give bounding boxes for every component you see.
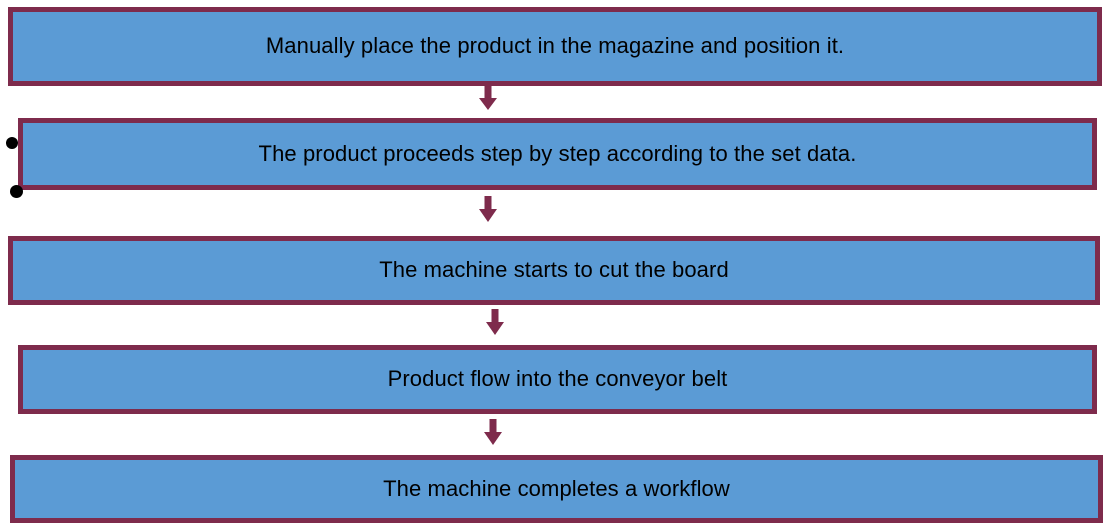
flow-node-label: The machine starts to cut the board <box>379 257 729 283</box>
arrow-down-icon <box>486 309 504 335</box>
flow-node-step-4[interactable]: Product flow into the conveyor belt <box>18 345 1097 414</box>
flow-arrow-step-1-to-step-2 <box>478 86 498 111</box>
flow-node-label: The product proceeds step by step accord… <box>258 140 857 166</box>
flow-node-label: Manually place the product in the magazi… <box>265 33 845 59</box>
list-bullet-lower <box>10 185 23 198</box>
arrow-down-icon <box>484 419 502 445</box>
flow-node-step-1[interactable]: Manually place the product in the magazi… <box>8 7 1102 86</box>
flow-node-label: The machine completes a workflow <box>383 475 730 501</box>
flow-node-step-2[interactable]: The product proceeds step by step accord… <box>18 118 1097 190</box>
arrow-down-icon <box>479 196 497 222</box>
flow-arrow-step-3-to-step-4 <box>485 309 505 336</box>
flow-node-step-3[interactable]: The machine starts to cut the board <box>8 236 1100 305</box>
flow-node-label: Product flow into the conveyor belt <box>387 366 728 392</box>
flow-node-step-5[interactable]: The machine completes a workflow <box>10 455 1103 523</box>
arrow-down-icon <box>479 86 497 110</box>
flow-arrow-step-2-to-step-3 <box>478 196 498 223</box>
list-bullet-upper <box>6 137 18 149</box>
flow-arrow-step-4-to-step-5 <box>483 419 503 446</box>
